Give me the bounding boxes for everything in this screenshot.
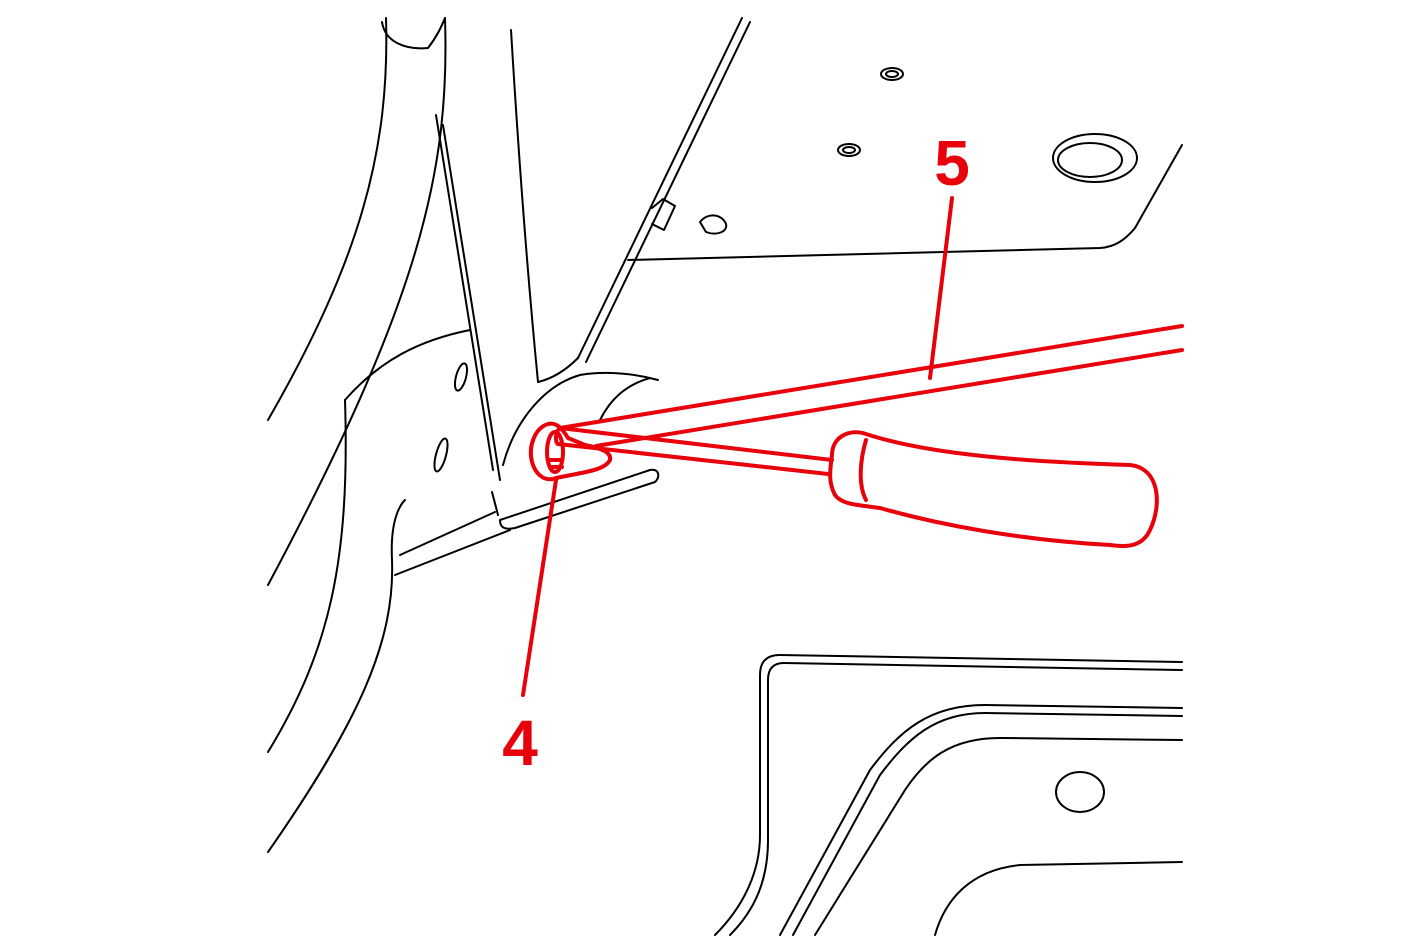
well-drain-hole (1055, 771, 1105, 813)
floor-line (394, 529, 511, 576)
sill-plate-top (499, 468, 660, 530)
center-pillar-base (537, 357, 579, 383)
rod-line-top (558, 324, 1184, 430)
pillar-hole-lower (433, 437, 449, 473)
well-floor-curve (934, 861, 1183, 936)
left-lower-panel-edge-2 (267, 499, 406, 853)
left-pillar-inner-curve (267, 17, 447, 586)
screwdriver (553, 426, 1159, 549)
bracket-curve (502, 371, 659, 466)
callout-4-leader (521, 478, 558, 697)
rod-line-bottom (594, 348, 1184, 448)
callout-5-leader (928, 196, 954, 380)
rail-line-a (435, 114, 494, 471)
rail-line-b (442, 124, 501, 481)
screwdriver-handle (828, 430, 1159, 549)
screwdriver-shaft-top (558, 426, 834, 462)
pillar-hole-upper (453, 362, 469, 392)
panel-hole-2-inner (842, 146, 856, 154)
panel-hole-1-inner (885, 70, 899, 78)
callout-4: 4 (502, 478, 558, 779)
pillar-top-hook (381, 17, 446, 50)
left-pillar-outer-curve (267, 17, 388, 421)
fastener-outline (528, 421, 613, 482)
callout-5-label: 5 (934, 127, 970, 199)
left-lower-panel-edge (267, 399, 347, 753)
center-pillar-left (510, 29, 539, 383)
upper-panel-small-tab (651, 198, 676, 231)
well-outer-rim-2 (729, 662, 1183, 936)
panel-slot (699, 214, 728, 235)
roof-edge-inner (585, 21, 751, 363)
panel-hole-large-outer (1052, 133, 1138, 183)
vehicle-body-line-art (267, 17, 1183, 936)
callout-5: 5 (928, 127, 970, 380)
fastener-head (545, 430, 565, 474)
panel-hole-2 (837, 143, 861, 157)
screwdriver-handle-grip-line (858, 438, 868, 502)
well-outer-rim (714, 654, 1183, 936)
well-inner-rim-2 (792, 712, 1183, 936)
left-lower-panel-edge-3 (344, 329, 471, 401)
floor-line-2 (399, 511, 496, 556)
well-inner-rim (779, 704, 1183, 936)
sill-plate-edge (491, 491, 499, 516)
upper-panel-bottom (627, 144, 1183, 261)
fastener (528, 421, 613, 482)
roof-edge-outer (577, 17, 743, 359)
panel-hole-1 (880, 67, 904, 81)
extension-rod (558, 324, 1184, 448)
panel-hole-large-inner (1057, 142, 1123, 178)
callout-4-label: 4 (502, 707, 538, 779)
bracket-inner-curve (599, 377, 651, 421)
well-inner-rim-3 (814, 737, 1183, 936)
